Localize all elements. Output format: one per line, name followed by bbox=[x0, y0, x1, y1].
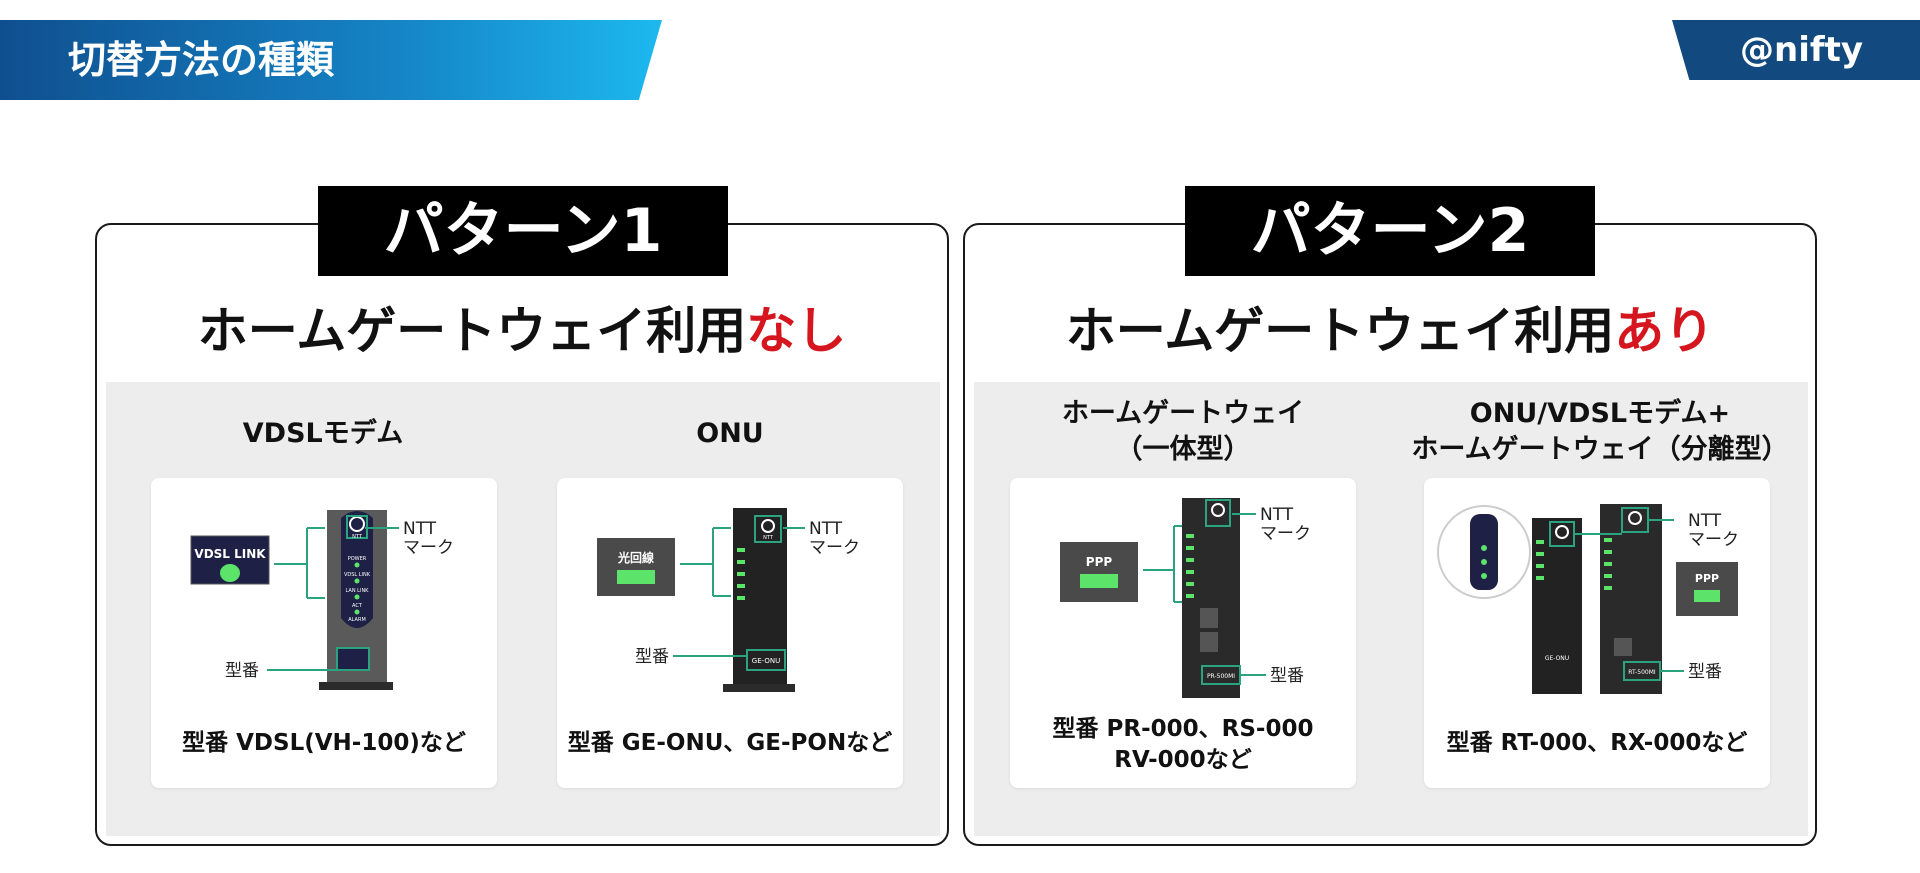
ntt-mark-label-2: マーク bbox=[809, 538, 860, 558]
vdsl-link-label: VDSL LINK bbox=[194, 547, 266, 561]
ppp-label: PPP bbox=[1695, 572, 1719, 585]
separated-hgw-card: GE-ONU RT-500MI NTT マーク PPP 型番 型番 RT-000… bbox=[1424, 478, 1770, 788]
title-line-1: ONU/VDSLモデム+ bbox=[1469, 398, 1731, 429]
caption-line-2: RV-000など bbox=[1114, 747, 1252, 773]
onu-model-plate: GE-ONU bbox=[752, 657, 780, 665]
ntt-logo bbox=[761, 519, 775, 533]
onu-plate-label: GE-ONU bbox=[1545, 655, 1569, 662]
integrated-hgw-card: PPP PR-500MI NTT マーク 型番 型番 PR-000、RS-000… bbox=[1010, 478, 1356, 788]
onu-caption: 型番 GE-ONU、GE-PONなど bbox=[567, 730, 893, 756]
optical-line-label: 光回線 bbox=[617, 550, 654, 565]
ntt-mark-label-2: マーク bbox=[403, 538, 454, 558]
lan-link-label: LAN LINK bbox=[346, 588, 370, 594]
brand-logo-text: @nifty bbox=[1740, 30, 1864, 70]
header-banner bbox=[0, 20, 662, 100]
title-line-2: ホームゲートウェイ（分離型） bbox=[1411, 434, 1789, 465]
model-number-label: 型番 bbox=[1270, 666, 1304, 686]
ntt-logo bbox=[1555, 525, 1569, 539]
title-line-1: ホームゲートウェイ bbox=[1061, 398, 1305, 429]
hgw-model-plate: RT-500MI bbox=[1628, 669, 1656, 676]
onu-title: ONU bbox=[696, 418, 764, 449]
pattern-2-subtitle: ホームゲートウェイ利用あり bbox=[965, 296, 1815, 366]
pattern-1-tag: パターン1 bbox=[318, 186, 728, 276]
integrated-hgw-caption: 型番 PR-000、RS-000 RV-000など bbox=[1010, 714, 1356, 776]
subtitle-main-text: ホームゲートウェイ利用 bbox=[1065, 302, 1615, 360]
svg-text:NTT: NTT bbox=[763, 535, 774, 541]
alarm-label: ALARM bbox=[348, 617, 366, 623]
ppp-lamp bbox=[1694, 590, 1720, 602]
model-number-label: 型番 bbox=[635, 647, 669, 667]
separated-hgw-title: ONU/VDSLモデム+ ホームゲートウェイ（分離型） bbox=[1390, 396, 1810, 468]
act-label: ACT bbox=[352, 603, 363, 609]
vdsl-link-lamp bbox=[220, 564, 240, 582]
onu-illustration: 光回線 NTT GE-ONU NTT マーク 型番 bbox=[597, 508, 860, 692]
integrated-hgw-title: ホームゲートウェイ （一体型） bbox=[1010, 396, 1356, 468]
model-number-label: 型番 bbox=[225, 661, 259, 681]
ntt-mark-label: NTT bbox=[809, 519, 843, 539]
onu-card: 光回線 NTT GE-ONU NTT マーク 型番 型番 GE-ONU、GE-P… bbox=[557, 478, 903, 788]
vdsl-modem-caption: 型番 VDSL(VH-100)など bbox=[182, 730, 466, 756]
ppp-lamp bbox=[1080, 574, 1118, 588]
model-number-label: 型番 bbox=[1688, 662, 1722, 682]
title-line-2: （一体型） bbox=[1115, 434, 1251, 465]
vdsl-link-device-label: VDSL LINK bbox=[344, 572, 371, 578]
model-plate bbox=[336, 647, 370, 671]
pattern-1-subtitle: ホームゲートウェイ利用なし bbox=[97, 296, 947, 366]
vdsl-modem-card: VDSL LINK NTT POWER VDSL LINK LAN LINK A… bbox=[151, 478, 497, 788]
ntt-mark-label: NTT bbox=[403, 519, 437, 539]
ntt-mark-label: NTT bbox=[1260, 505, 1294, 525]
ntt-mark-label-2: マーク bbox=[1260, 524, 1311, 544]
integrated-hgw-illustration: PPP PR-500MI NTT マーク 型番 bbox=[1060, 498, 1311, 698]
subtitle-accent-text: なし bbox=[746, 302, 847, 360]
caption-line-1: 型番 PR-000、RS-000 bbox=[1052, 716, 1314, 742]
subtitle-main-text: ホームゲートウェイ利用 bbox=[197, 302, 747, 360]
ntt-logo-text: NTT bbox=[352, 534, 363, 540]
ppp-label: PPP bbox=[1086, 555, 1113, 569]
pattern-2-tag: パターン2 bbox=[1185, 186, 1595, 276]
optical-lamp bbox=[617, 570, 655, 584]
separated-hgw-caption: 型番 RT-000、RX-000など bbox=[1446, 730, 1748, 756]
page-title: 切替方法の種類 bbox=[68, 38, 335, 82]
separated-hgw-illustration: GE-ONU RT-500MI NTT マーク PPP 型番 bbox=[1437, 504, 1739, 694]
subtitle-accent-text: あり bbox=[1614, 302, 1715, 360]
vdsl-modem-illustration: VDSL LINK NTT POWER VDSL LINK LAN LINK A… bbox=[190, 510, 454, 690]
brand-banner bbox=[1672, 20, 1920, 80]
ntt-mark-label-2: マーク bbox=[1688, 530, 1739, 550]
onu-case bbox=[1532, 518, 1582, 694]
ntt-mark-label: NTT bbox=[1688, 511, 1722, 531]
ntt-logo bbox=[1211, 503, 1225, 517]
hgw-model-plate: PR-500MI bbox=[1207, 673, 1235, 680]
vdsl-modem-title: VDSLモデム bbox=[242, 418, 404, 449]
power-label: POWER bbox=[348, 556, 367, 562]
optical-lamp-panel bbox=[597, 538, 675, 596]
ppp-lamp-panel bbox=[1060, 542, 1138, 602]
ppp-lamp-panel bbox=[1676, 562, 1738, 616]
